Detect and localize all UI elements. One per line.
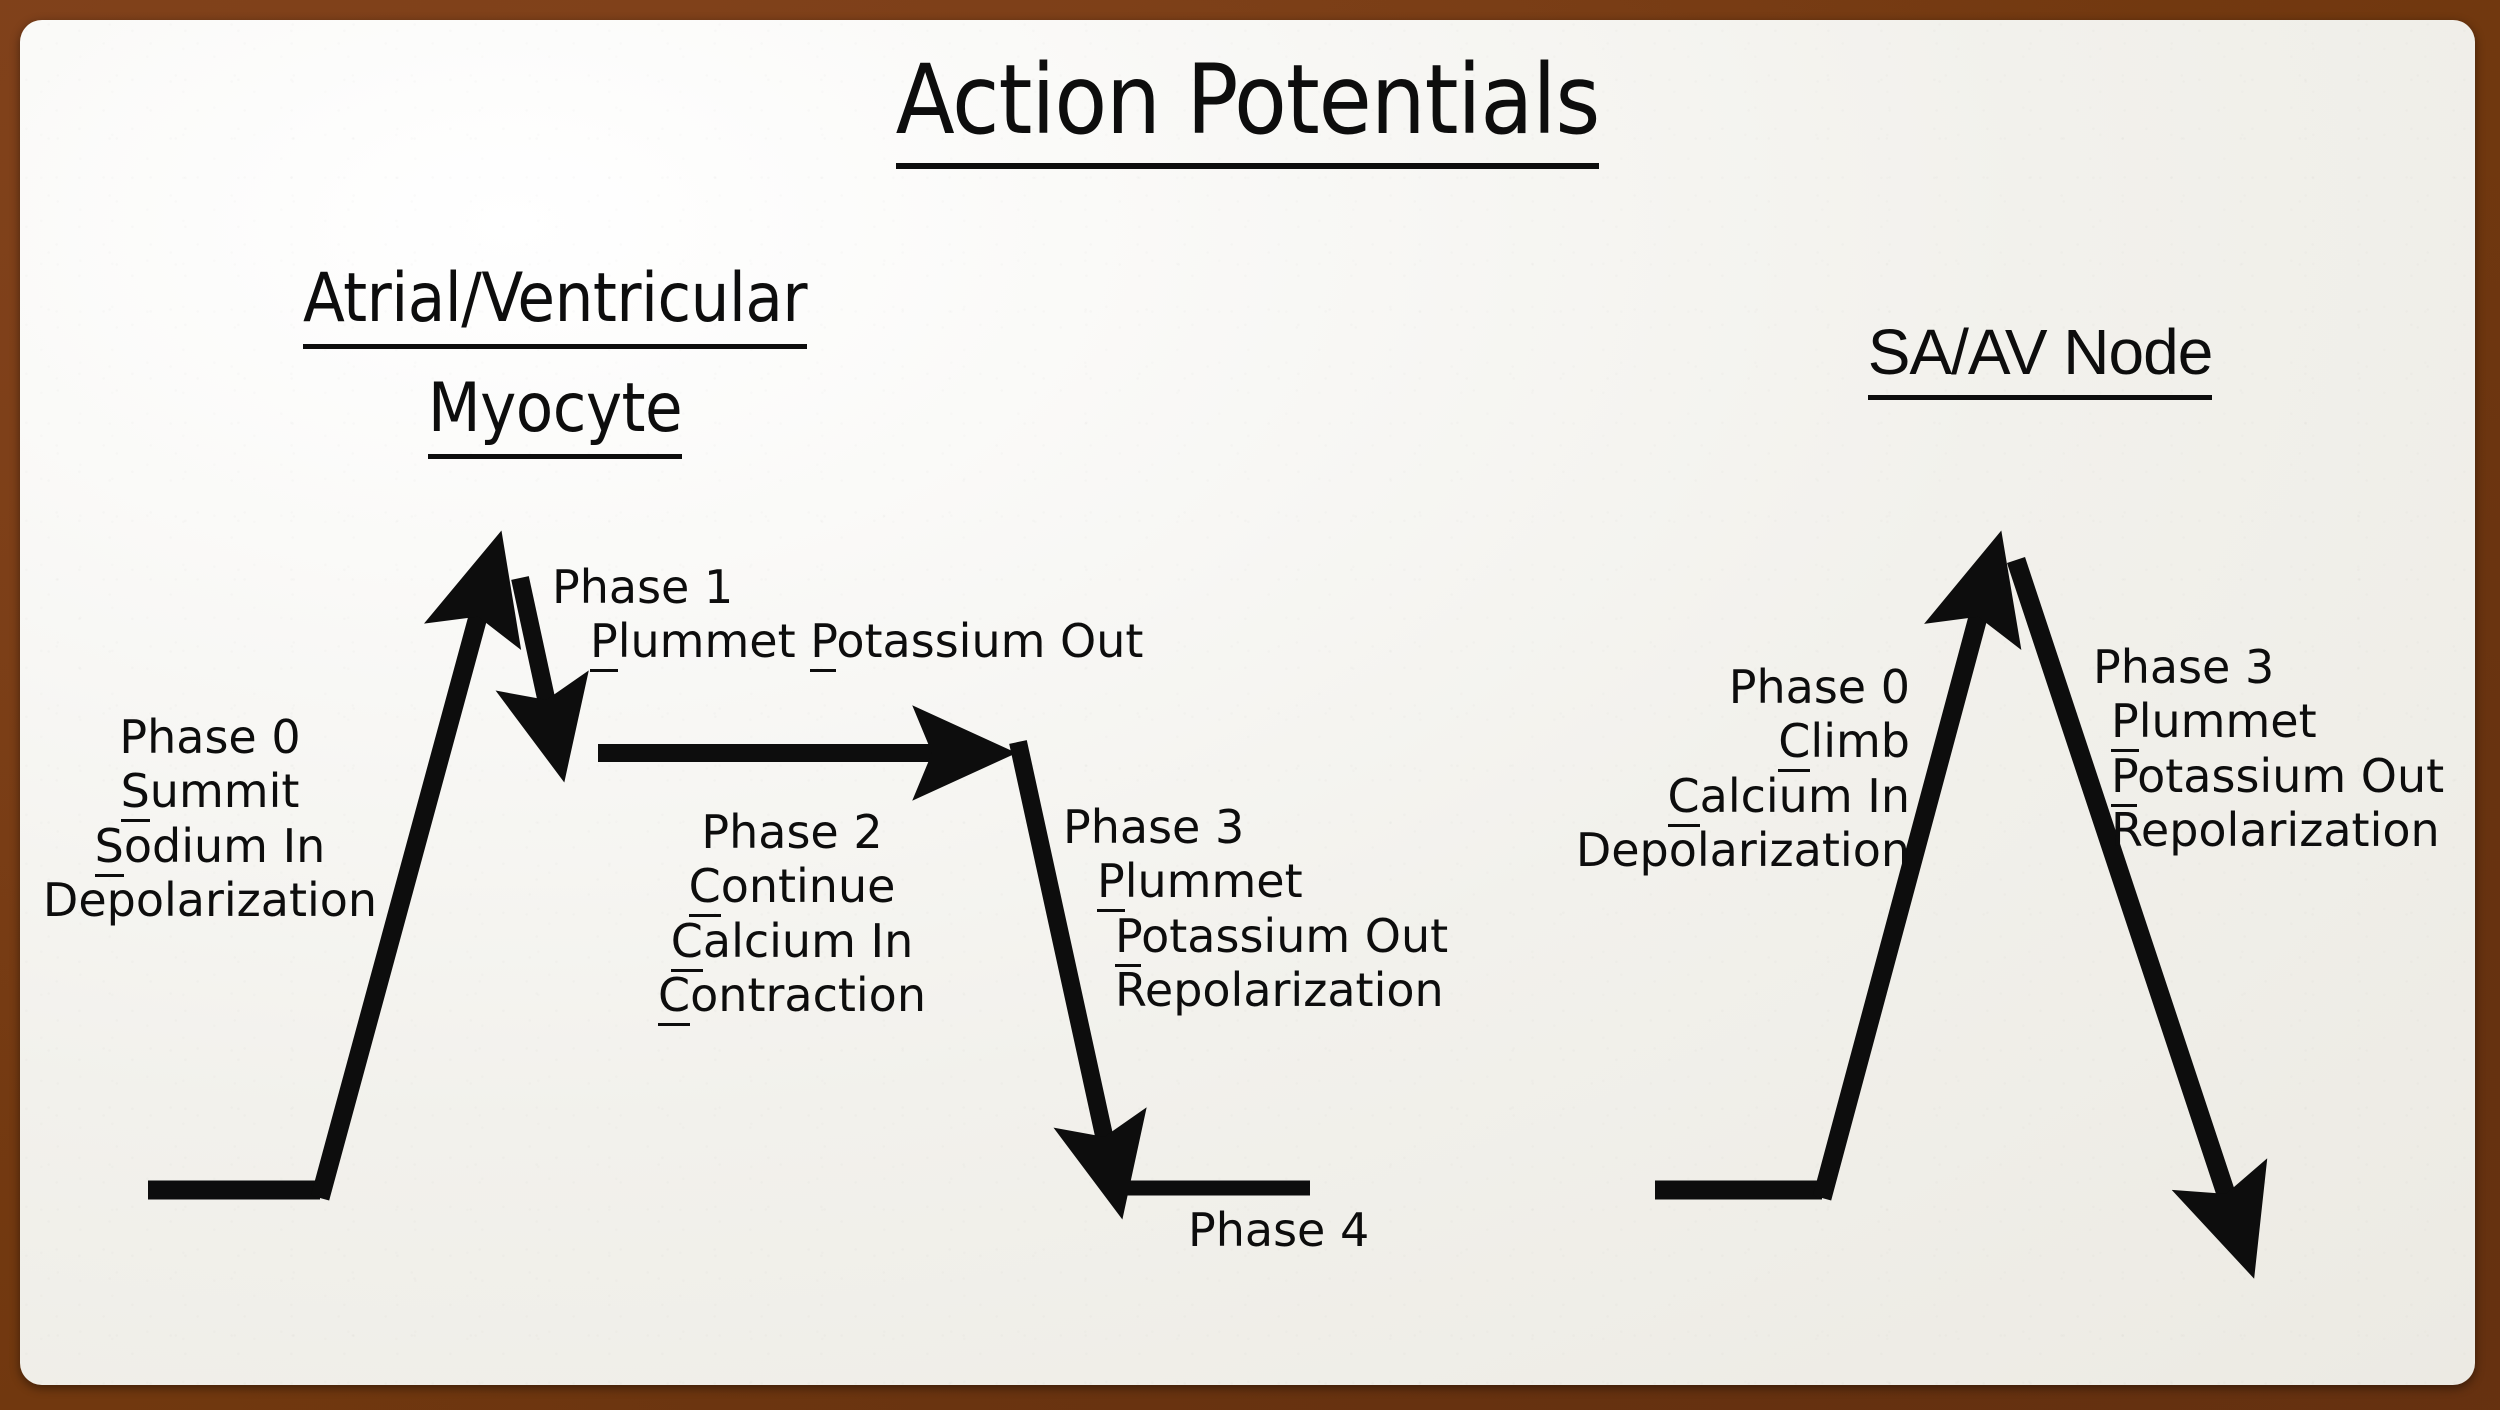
- annotation-left-phase3-line3: Repolarization: [1115, 962, 1444, 1017]
- annotation-left-phase1-line1: Plummet Potassium Out: [552, 614, 1144, 673]
- page-title: Action Potentials: [20, 44, 2475, 169]
- annotation-right-phase0: Phase 0 Climb Calcium In Depolarization: [1460, 660, 1910, 877]
- mnemonic-initial-s2: S: [94, 818, 124, 877]
- annotation-right-phase0-line2-rest: alcium In: [1699, 768, 1910, 823]
- mnemonic-initial-c3: C: [658, 967, 691, 1026]
- annotation-left-phase2-line3-rest: ontraction: [690, 967, 926, 1022]
- annotation-left-phase3-title: Phase 3: [1063, 800, 1245, 854]
- mnemonic-initial-c4: C: [1778, 714, 1811, 773]
- annotation-left-phase1-title: Phase 1: [552, 560, 734, 614]
- myocyte-waveform: [148, 530, 1310, 1220]
- slide-card: Action Potentials Atrial/Ventricular Myo…: [20, 20, 2475, 1385]
- annotation-left-phase4: Phase 4: [1188, 1203, 1369, 1257]
- nodal-waveform: [1655, 530, 2268, 1279]
- diagram-canvas: Action Potentials Atrial/Ventricular Myo…: [20, 20, 2475, 1385]
- annotation-left-phase2-line2: Calcium In: [592, 913, 992, 972]
- left-panel-heading: Atrial/Ventricular: [235, 259, 875, 349]
- annotation-left-phase4-title: Phase 4: [1188, 1203, 1370, 1257]
- annotation-right-phase3-line1: Plummet: [2093, 694, 2444, 753]
- annotation-right-phase0-title: Phase 0: [1728, 660, 1910, 714]
- annotation-left-phase2-line2-rest: alcium In: [702, 913, 914, 968]
- annotation-right-phase0-line2: Calcium In: [1460, 768, 1910, 827]
- annotation-left-phase2-line3: Contraction: [592, 967, 992, 1026]
- left-panel-heading-line1: Atrial/Ventricular: [303, 259, 808, 349]
- mnemonic-initial-p2: P: [810, 614, 837, 673]
- mnemonic-initial-p4: P: [1115, 908, 1142, 967]
- annotation-left-phase3-line2: Potassium Out: [1063, 908, 1449, 967]
- annotation-left-phase0-line1: Summit: [20, 764, 410, 823]
- annotation-left-phase0-title: Phase 0: [119, 710, 301, 764]
- annotation-left-phase3-line1: Plummet: [1063, 854, 1448, 913]
- annotation-left-phase1-word1: lummet: [617, 614, 811, 669]
- page-title-text: Action Potentials: [895, 44, 1600, 169]
- mnemonic-initial-p: P: [590, 614, 618, 673]
- annotation-left-phase2-line1: Continue: [592, 859, 992, 918]
- myocyte-phase1-notch-arrow: [495, 576, 589, 783]
- annotation-left-phase0: Phase 0 Summit Sodium In Depolarization: [20, 710, 410, 927]
- annotation-left-phase2: Phase 2 Continue Calcium In Contraction: [592, 805, 992, 1026]
- mnemonic-initial-c: C: [688, 859, 721, 918]
- annotation-left-phase3: Phase 3 Plummet Potassium Out Repolariza…: [1063, 800, 1448, 1017]
- annotation-right-phase3-line1-rest: lummet: [2138, 694, 2317, 749]
- annotation-right-phase3-title: Phase 3: [2093, 640, 2275, 694]
- myocyte-phase3-downstroke-arrow: [1009, 740, 1147, 1220]
- action-potential-waveforms: [148, 530, 2268, 1279]
- mnemonic-initial-s: S: [120, 764, 150, 823]
- left-panel-heading-line2-wrap: Myocyte: [235, 369, 875, 459]
- nodal-phase0-upstroke-arrow: [1812, 530, 2022, 1201]
- annotation-left-phase3-line2-rest: otassium Out: [1141, 908, 1449, 963]
- annotation-right-phase3-line2: Potassium Out: [2093, 748, 2445, 807]
- myocyte-phase0-upstroke-arrow: [310, 530, 522, 1201]
- annotation-left-phase3-line1-rest: lummet: [1124, 854, 1303, 909]
- annotation-left-phase2-line1-rest: ontinue: [720, 859, 896, 914]
- nodal-phase3-downstroke-arrow: [2006, 557, 2268, 1279]
- annotation-left-phase1-word2: otassium Out: [836, 614, 1144, 669]
- annotation-right-phase3-line2-rest: otassium Out: [2137, 748, 2445, 803]
- mnemonic-initial-c5: C: [1667, 768, 1700, 827]
- annotation-left-phase2-title: Phase 2: [701, 805, 883, 859]
- annotation-left-phase0-line2: Sodium In: [20, 818, 410, 877]
- annotation-left-phase0-line1-rest: ummit: [149, 764, 300, 819]
- annotation-left-phase1: Phase 1 Plummet Potassium Out: [552, 560, 1144, 673]
- annotation-right-phase3: Phase 3 Plummet Potassium Out Repolariza…: [2093, 640, 2444, 857]
- annotation-right-phase0-line3: Depolarization: [1575, 822, 1910, 877]
- mnemonic-initial-p3: P: [1097, 854, 1125, 913]
- annotation-right-phase0-line1-rest: limb: [1810, 714, 1910, 769]
- annotation-right-phase3-line3: Repolarization: [2111, 802, 2440, 857]
- mnemonic-initial-p5: P: [2111, 694, 2139, 753]
- right-panel-heading: SA/AV Node: [1720, 316, 2360, 400]
- left-panel-heading-line2: Myocyte: [427, 369, 683, 459]
- annotation-left-phase0-line3: Depolarization: [42, 872, 378, 927]
- annotation-right-phase0-line1: Climb: [1460, 714, 1910, 773]
- mnemonic-initial-p6: P: [2111, 748, 2138, 807]
- mnemonic-initial-c2: C: [670, 913, 703, 972]
- right-panel-heading-text: SA/AV Node: [1867, 316, 2213, 400]
- annotation-left-phase0-line2-rest: odium In: [123, 818, 326, 873]
